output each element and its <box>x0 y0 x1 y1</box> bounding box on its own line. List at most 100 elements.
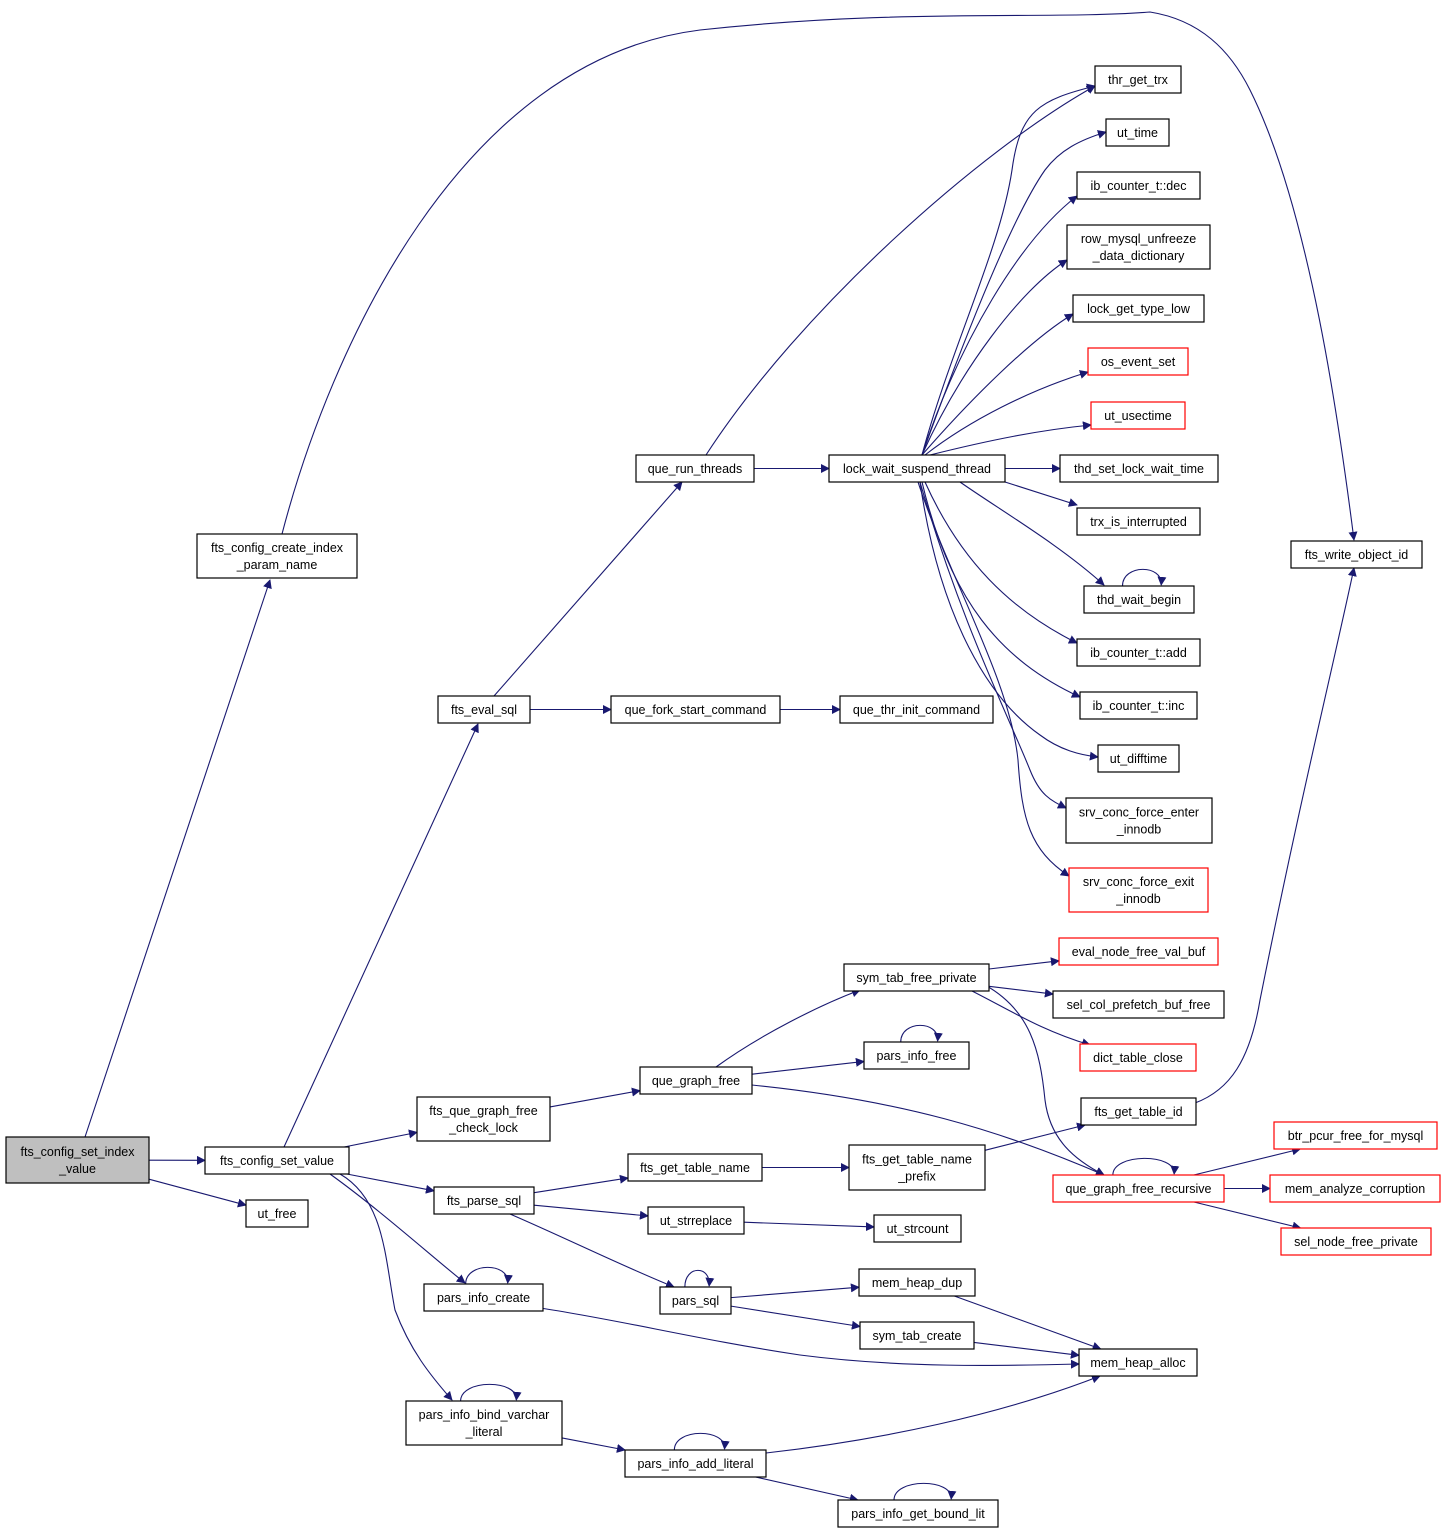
node-box[interactable] <box>5 1136 150 1184</box>
node-pars-info-free[interactable]: pars_info_free <box>863 1041 970 1070</box>
node-pars-info-add-literal[interactable]: pars_info_add_literal <box>624 1449 767 1478</box>
node-set-value[interactable]: fts_config_set_value <box>204 1146 350 1175</box>
node-box[interactable] <box>1068 867 1209 913</box>
node-sel-node-free-private[interactable]: sel_node_free_private <box>1280 1227 1432 1256</box>
node-box[interactable] <box>437 695 531 724</box>
node-sel-col-prefetch-buf-free[interactable]: sel_col_prefetch_buf_free <box>1052 990 1225 1019</box>
node-os-event-set[interactable]: os_event_set <box>1087 347 1189 376</box>
node-que-fork-start-command[interactable]: que_fork_start_command <box>610 695 781 724</box>
node-box[interactable] <box>647 1206 745 1235</box>
node-que-run-threads[interactable]: que_run_threads <box>635 454 755 483</box>
node-ut-difftime[interactable]: ut_difftime <box>1097 744 1180 773</box>
node-box[interactable] <box>1076 507 1201 536</box>
node-root[interactable]: fts_config_set_index_value <box>5 1136 150 1184</box>
node-box[interactable] <box>1065 797 1213 844</box>
node-ib-counter-inc[interactable]: ib_counter_t::inc <box>1079 691 1198 720</box>
node-box[interactable] <box>245 1199 309 1228</box>
node-box[interactable] <box>1076 171 1201 200</box>
node-box[interactable] <box>1097 744 1180 773</box>
node-box[interactable] <box>627 1153 763 1182</box>
node-box[interactable] <box>433 1186 535 1215</box>
node-box[interactable] <box>196 533 358 579</box>
node-box[interactable] <box>1059 454 1219 483</box>
node-trx-is-interrupted[interactable]: trx_is_interrupted <box>1076 507 1201 536</box>
node-sym-tab-create[interactable]: sym_tab_create <box>859 1321 975 1350</box>
node-box[interactable] <box>1280 1227 1432 1256</box>
node-box[interactable] <box>848 1144 986 1191</box>
node-mem-analyze-corruption[interactable]: mem_analyze_corruption <box>1269 1174 1441 1203</box>
node-eval-node-free-val-buf[interactable]: eval_node_free_val_buf <box>1058 937 1219 966</box>
node-box[interactable] <box>873 1214 962 1243</box>
node-box[interactable] <box>828 454 1006 483</box>
node-ut-usectime[interactable]: ut_usectime <box>1090 401 1186 430</box>
node-box[interactable] <box>1087 347 1189 376</box>
node-box[interactable] <box>1052 1174 1225 1203</box>
node-thr-get-trx[interactable]: thr_get_trx <box>1094 65 1182 94</box>
node-btr-pcur-free-for-mysql[interactable]: btr_pcur_free_for_mysql <box>1273 1121 1438 1150</box>
node-pars-info-create[interactable]: pars_info_create <box>423 1283 544 1312</box>
node-box[interactable] <box>839 695 994 724</box>
node-ut-strcount[interactable]: ut_strcount <box>873 1214 962 1243</box>
node-ib-counter-add[interactable]: ib_counter_t::add <box>1076 638 1201 667</box>
node-box[interactable] <box>1079 691 1198 720</box>
node-fts-eval-sql[interactable]: fts_eval_sql <box>437 695 531 724</box>
node-srv-conc-force-enter[interactable]: srv_conc_force_enter_innodb <box>1065 797 1213 844</box>
node-box[interactable] <box>1269 1174 1441 1203</box>
node-box[interactable] <box>423 1283 544 1312</box>
node-ut-strreplace[interactable]: ut_strreplace <box>647 1206 745 1235</box>
node-que-graph-free-recursive[interactable]: que_graph_free_recursive <box>1052 1174 1225 1203</box>
node-box[interactable] <box>1105 118 1170 147</box>
node-box[interactable] <box>1290 540 1423 569</box>
node-mem-heap-alloc[interactable]: mem_heap_alloc <box>1078 1348 1198 1377</box>
node-box[interactable] <box>1076 638 1201 667</box>
node-ib-counter-dec[interactable]: ib_counter_t::dec <box>1076 171 1201 200</box>
node-pars-sql[interactable]: pars_sql <box>659 1286 732 1315</box>
node-box[interactable] <box>1080 1097 1197 1126</box>
node-box[interactable] <box>1058 937 1219 966</box>
node-box[interactable] <box>1079 1043 1197 1072</box>
node-thd-wait-begin[interactable]: thd_wait_begin <box>1083 585 1195 614</box>
node-box[interactable] <box>1083 585 1195 614</box>
node-ut-time[interactable]: ut_time <box>1105 118 1170 147</box>
node-create-index-param-name[interactable]: fts_config_create_index_param_name <box>196 533 358 579</box>
node-box[interactable] <box>204 1146 350 1175</box>
node-row-mysql-unfreeze[interactable]: row_mysql_unfreeze_data_dictionary <box>1066 224 1211 270</box>
node-box[interactable] <box>859 1321 975 1350</box>
node-box[interactable] <box>639 1066 753 1095</box>
node-lock-get-type-low[interactable]: lock_get_type_low <box>1072 294 1205 323</box>
node-srv-conc-force-exit[interactable]: srv_conc_force_exit_innodb <box>1068 867 1209 913</box>
node-box[interactable] <box>610 695 781 724</box>
node-box[interactable] <box>1273 1121 1438 1150</box>
node-box[interactable] <box>1078 1348 1198 1377</box>
node-thd-set-lock-wait-time[interactable]: thd_set_lock_wait_time <box>1059 454 1219 483</box>
node-box[interactable] <box>659 1286 732 1315</box>
node-box[interactable] <box>405 1400 563 1446</box>
node-box[interactable] <box>843 963 990 992</box>
node-box[interactable] <box>1090 401 1186 430</box>
node-box[interactable] <box>1072 294 1205 323</box>
node-box[interactable] <box>1094 65 1182 94</box>
node-fts-get-table-name-prefix[interactable]: fts_get_table_name_prefix <box>848 1144 986 1191</box>
node-sym-tab-free-private[interactable]: sym_tab_free_private <box>843 963 990 992</box>
node-que-graph-free[interactable]: que_graph_free <box>639 1066 753 1095</box>
node-lock-wait-suspend-thread[interactable]: lock_wait_suspend_thread <box>828 454 1006 483</box>
node-fts-que-graph-free-check-lock[interactable]: fts_que_graph_free_check_lock <box>416 1096 551 1142</box>
node-fts-write-object-id[interactable]: fts_write_object_id <box>1290 540 1423 569</box>
node-box[interactable] <box>1052 990 1225 1019</box>
node-box[interactable] <box>416 1096 551 1142</box>
node-box[interactable] <box>1066 224 1211 270</box>
node-box[interactable] <box>624 1449 767 1478</box>
node-box[interactable] <box>635 454 755 483</box>
node-mem-heap-dup[interactable]: mem_heap_dup <box>858 1268 976 1297</box>
node-fts-parse-sql[interactable]: fts_parse_sql <box>433 1186 535 1215</box>
node-dict-table-close[interactable]: dict_table_close <box>1079 1043 1197 1072</box>
node-ut-free[interactable]: ut_free <box>245 1199 309 1228</box>
node-fts-get-table-id[interactable]: fts_get_table_id <box>1080 1097 1197 1126</box>
node-que-thr-init-command[interactable]: que_thr_init_command <box>839 695 994 724</box>
node-pars-info-get-bound-lit[interactable]: pars_info_get_bound_lit <box>837 1499 999 1528</box>
node-box[interactable] <box>863 1041 970 1070</box>
node-box[interactable] <box>837 1499 999 1528</box>
node-box[interactable] <box>858 1268 976 1297</box>
node-fts-get-table-name[interactable]: fts_get_table_name <box>627 1153 763 1182</box>
node-pars-info-bind-varchar-literal[interactable]: pars_info_bind_varchar_literal <box>405 1400 563 1446</box>
